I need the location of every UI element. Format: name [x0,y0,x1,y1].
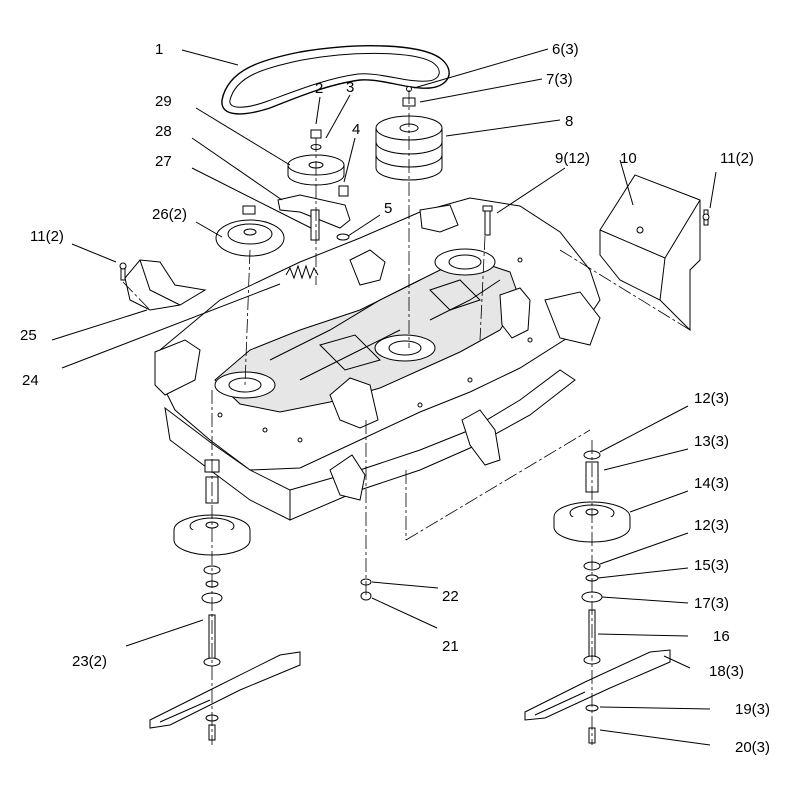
left-spindle-stack [149,459,301,741]
callout-19: 19(3) [735,701,770,718]
callout-16: 16 [713,628,730,645]
callout-2: 2 [315,80,323,97]
callout-13: 13(3) [694,433,729,450]
callout-21: 21 [442,638,459,655]
callout-29: 29 [155,93,172,110]
callout-24: 24 [22,372,39,389]
callout-17: 17(3) [694,595,729,612]
mower-deck [154,197,601,521]
callout-15: 15(3) [694,557,729,574]
callout-11-left: 11(2) [30,228,64,245]
idler-pulley-left [215,205,285,257]
cover-bolts [119,205,710,281]
callout-3: 3 [346,79,354,96]
callout-9: 9(12) [555,150,590,167]
callout-12-lower: 12(3) [694,517,729,534]
callout-labels: 1 2 3 4 5 6(3) 7(3) 8 9(12) 10 11(2) 11(… [20,41,770,756]
callout-25: 25 [20,327,37,344]
callout-27: 27 [155,153,172,170]
assembly-centerlines [122,90,691,745]
callout-7: 7(3) [546,71,573,88]
callout-5: 5 [384,200,392,217]
callout-12-upper: 12(3) [694,390,729,407]
callout-20: 20(3) [735,739,770,756]
callout-8: 8 [565,113,573,130]
callout-28: 28 [155,123,172,140]
callout-10: 10 [620,150,637,167]
callout-18: 18(3) [709,663,744,680]
callout-26: 26(2) [152,206,187,223]
belt-cover-left [124,259,207,311]
leader-lines [51,48,717,746]
callout-14: 14(3) [694,475,729,492]
callout-6: 6(3) [552,41,579,58]
callout-1: 1 [155,41,163,58]
drive-belt [221,45,450,115]
callout-4: 4 [352,121,360,138]
belt-cover-right [599,174,701,332]
right-spindle-stack [524,450,671,744]
callout-23: 23(2) [72,653,107,670]
callout-11-right: 11(2) [720,150,754,167]
callout-22: 22 [442,588,459,605]
